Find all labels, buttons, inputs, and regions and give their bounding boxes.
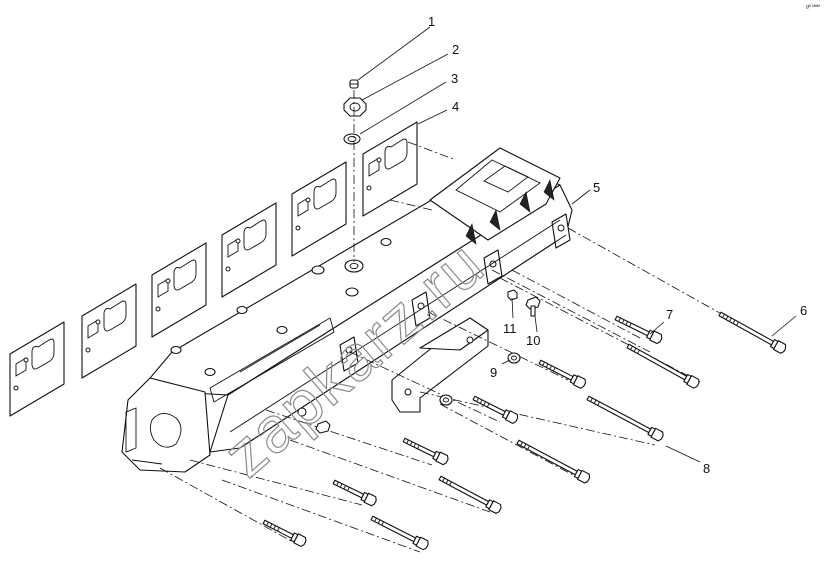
bolt-row-g (332, 479, 377, 507)
gasket-group (9, 121, 418, 417)
callout-5: 5 (593, 180, 600, 195)
screw-left (315, 420, 331, 434)
callout-3: 3 (451, 71, 458, 86)
callout-1: 1 (428, 14, 435, 29)
callout-labels: 1 2 3 4 5 6 7 8 9 10 11 (428, 14, 807, 476)
washer-lower (439, 394, 453, 406)
callout-2: 2 (452, 42, 459, 57)
callout-8: 8 (703, 461, 710, 476)
washer-9 (507, 352, 521, 364)
callout-11: 11 (503, 321, 517, 336)
callout-6: 6 (800, 303, 807, 318)
bolt-row-f (438, 475, 502, 514)
gasket-5 (291, 161, 347, 257)
callout-9: 9 (490, 365, 497, 380)
gasket-1 (9, 321, 65, 417)
washer-left (297, 407, 307, 417)
screw-10 (525, 296, 541, 317)
bolt-row-a (626, 343, 700, 389)
bolt-7 (614, 315, 663, 345)
washer (343, 133, 361, 145)
bolt-row-b (538, 359, 587, 389)
bolt-row-i (262, 519, 307, 547)
bolt-row-c (472, 395, 519, 424)
nut-11 (507, 289, 518, 301)
callout-4: 4 (452, 99, 459, 114)
plug (349, 79, 359, 89)
top-fastener-stack (343, 79, 367, 273)
gasket-4 (221, 202, 277, 298)
bolt-row-e (402, 437, 449, 466)
bracket (391, 317, 489, 413)
nut (343, 97, 367, 117)
bolt-row-d (516, 439, 591, 484)
gasket-6 (362, 121, 418, 217)
bolt-8 (586, 395, 664, 442)
bolt-6 (718, 311, 787, 354)
bolt-group (262, 311, 787, 551)
gasket-2 (81, 283, 137, 379)
gasket-3 (151, 242, 207, 338)
callout-10: 10 (526, 333, 540, 348)
leader-lines (357, 26, 797, 463)
exhaust-manifold (121, 147, 573, 473)
callout-7: 7 (666, 307, 673, 322)
corner-mark: gᴮ ᴹᴹᴹ (806, 4, 820, 10)
small-parts (297, 289, 541, 434)
bolt-row-h (370, 515, 429, 551)
